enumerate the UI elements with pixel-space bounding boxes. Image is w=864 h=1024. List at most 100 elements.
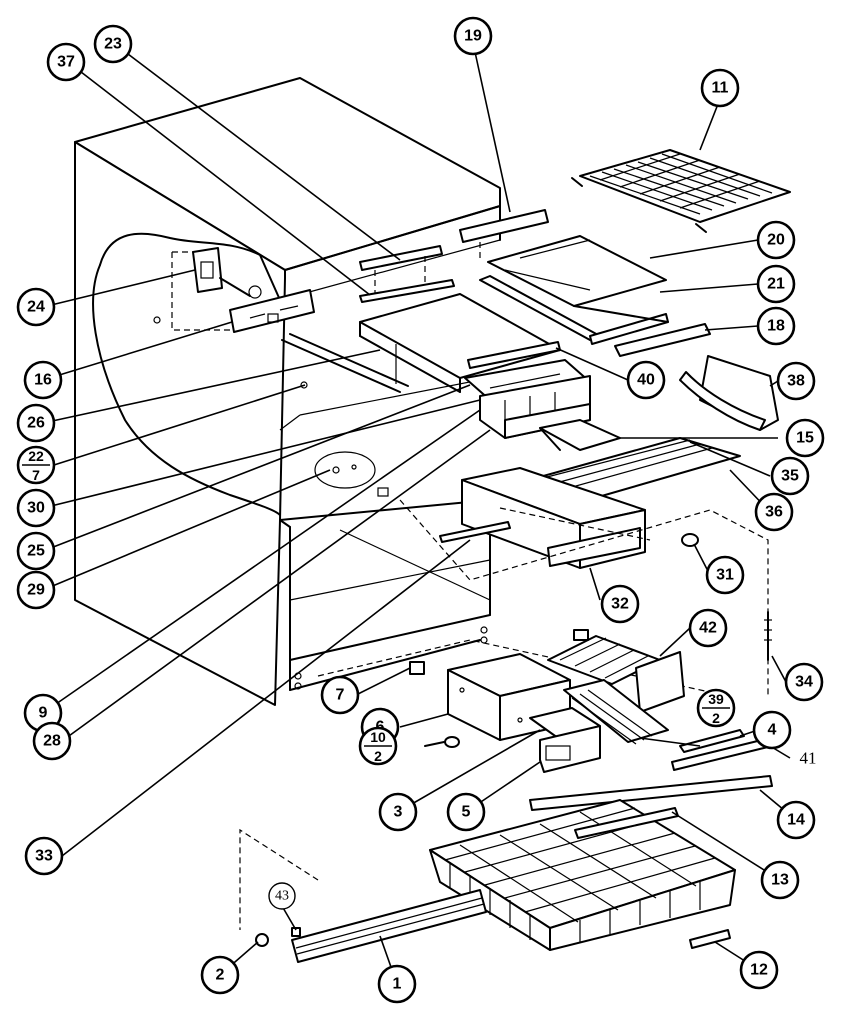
part-18-strip bbox=[614, 323, 711, 357]
part-16-control-housing bbox=[229, 289, 315, 333]
part-10-washer bbox=[424, 736, 460, 748]
callout-21: 21 bbox=[756, 264, 796, 304]
callout-34-label: 34 bbox=[795, 674, 813, 691]
callout-38: 38 bbox=[776, 361, 816, 401]
part-33-clip bbox=[439, 521, 511, 543]
callout-3: 3 bbox=[378, 792, 418, 832]
callout-16: 16 bbox=[23, 360, 63, 400]
callout-40: 40 bbox=[626, 360, 666, 400]
callout-42-label: 42 bbox=[699, 620, 717, 637]
leader-lines bbox=[42, 47, 797, 985]
callout-26-label: 26 bbox=[27, 415, 45, 432]
callout-37-label: 37 bbox=[57, 54, 75, 71]
callout-2: 2 bbox=[200, 955, 240, 995]
callout-30: 30 bbox=[16, 488, 56, 528]
part-38-cover bbox=[679, 355, 779, 431]
callout-24: 24 bbox=[16, 287, 56, 327]
callout-34: 34 bbox=[784, 662, 824, 702]
callout-18: 18 bbox=[756, 306, 796, 346]
callout-35: 35 bbox=[770, 456, 810, 496]
callout-31: 31 bbox=[705, 555, 745, 595]
callout-41: 41 bbox=[800, 749, 817, 768]
refrigerator-cabinet bbox=[74, 77, 501, 706]
callout-22-7-bottom: 7 bbox=[32, 467, 40, 483]
part-12-slide bbox=[689, 929, 731, 949]
callout-14: 14 bbox=[776, 800, 816, 840]
callout-13: 13 bbox=[760, 860, 800, 900]
callout-36: 36 bbox=[754, 492, 794, 532]
callout-13-label: 13 bbox=[771, 872, 789, 889]
callout-42: 42 bbox=[688, 608, 728, 648]
callout-1: 1 bbox=[377, 964, 417, 1004]
callout-12: 12 bbox=[739, 950, 779, 990]
part-2-screw bbox=[255, 933, 269, 947]
callout-35-label: 35 bbox=[781, 468, 799, 485]
callout-22-7-top: 22 bbox=[28, 448, 44, 464]
callout-15: 15 bbox=[785, 418, 825, 458]
callout-1-label: 1 bbox=[393, 976, 402, 993]
callout-28-label: 28 bbox=[43, 733, 61, 750]
callout-10-2-bottom: 2 bbox=[374, 748, 382, 764]
callout-40-label: 40 bbox=[637, 372, 655, 389]
callout-25-label: 25 bbox=[27, 543, 45, 560]
callout-39-2-bottom: 2 bbox=[712, 710, 720, 726]
callout-15-label: 15 bbox=[796, 430, 814, 447]
callout-30-label: 30 bbox=[27, 500, 45, 517]
callout-23: 23 bbox=[93, 24, 133, 64]
part-32-drawer bbox=[461, 467, 646, 569]
part-34-screw bbox=[764, 611, 772, 661]
callout-38-label: 38 bbox=[787, 373, 805, 390]
callout-10-2-top: 10 bbox=[370, 729, 386, 745]
callout-39-2: 39 2 bbox=[696, 688, 736, 728]
part-14-strip bbox=[529, 775, 773, 811]
callout-25: 25 bbox=[16, 531, 56, 571]
callout-36-label: 36 bbox=[765, 504, 783, 521]
callout-5: 5 bbox=[446, 792, 486, 832]
part-1-front-rail bbox=[291, 889, 487, 963]
callout-3-label: 3 bbox=[394, 804, 403, 821]
callout-9-label: 9 bbox=[39, 705, 48, 722]
part-20-21-shelf-frame bbox=[479, 235, 669, 345]
part-11-wire-shelf bbox=[571, 149, 791, 233]
callout-16-label: 16 bbox=[34, 372, 52, 389]
part-43-bracket bbox=[291, 927, 301, 937]
callout-41-label: 41 bbox=[800, 749, 817, 768]
callout-37: 37 bbox=[46, 42, 86, 82]
callout-5-label: 5 bbox=[462, 804, 471, 821]
callout-14-label: 14 bbox=[787, 812, 805, 829]
callout-33: 33 bbox=[24, 836, 64, 876]
callout-19-label: 19 bbox=[464, 28, 482, 45]
callout-7-label: 7 bbox=[336, 687, 345, 704]
callout-19: 19 bbox=[453, 16, 493, 56]
callout-11-label: 11 bbox=[712, 80, 729, 97]
callout-18-label: 18 bbox=[767, 318, 785, 335]
callout-10-2: 10 2 bbox=[358, 726, 398, 766]
part-37-shelf-rail bbox=[359, 279, 455, 303]
part-13-wire-basket bbox=[429, 799, 736, 951]
callout-28: 28 bbox=[32, 721, 72, 761]
part-42-icemaker bbox=[547, 629, 685, 713]
callout-32: 32 bbox=[600, 584, 640, 624]
callout-43-label: 43 bbox=[275, 889, 289, 904]
part-39-chute bbox=[563, 679, 669, 745]
callout-31-label: 31 bbox=[716, 567, 734, 584]
callout-20-label: 20 bbox=[767, 232, 785, 249]
callout-11: 11 bbox=[700, 68, 740, 108]
callout-39-2-top: 39 bbox=[708, 691, 724, 707]
part-31-knob bbox=[681, 533, 699, 547]
callout-4-label: 4 bbox=[768, 722, 777, 739]
part-19-rail bbox=[459, 209, 549, 262]
part-7-clip bbox=[409, 661, 425, 675]
callout-7: 7 bbox=[320, 675, 360, 715]
callout-21-label: 21 bbox=[767, 276, 785, 293]
callout-29: 29 bbox=[16, 570, 56, 610]
callout-20: 20 bbox=[756, 220, 796, 260]
callout-33-label: 33 bbox=[35, 848, 53, 865]
callout-29-label: 29 bbox=[27, 582, 45, 599]
callout-4: 4 bbox=[752, 710, 792, 750]
part-26-rear-rail bbox=[281, 333, 409, 393]
callout-2-label: 2 bbox=[216, 967, 225, 984]
callout-12-label: 12 bbox=[750, 962, 768, 979]
callout-23-label: 23 bbox=[104, 36, 122, 53]
